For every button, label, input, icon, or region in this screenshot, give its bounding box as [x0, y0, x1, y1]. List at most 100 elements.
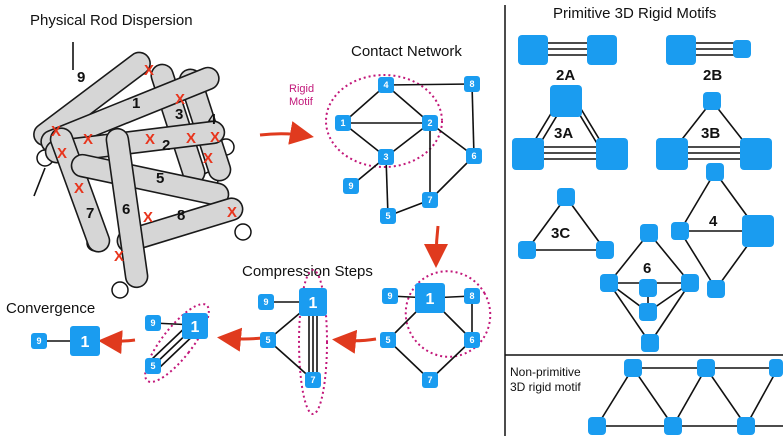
motif-label-2B: 2B — [703, 67, 722, 84]
physical-rod-title: Physical Rod Dispersion — [30, 12, 193, 29]
step1-node-6: 6 — [464, 332, 480, 348]
motif-label-3A: 3A — [554, 125, 573, 142]
motif-node — [588, 417, 606, 435]
network-node-6: 6 — [466, 148, 482, 164]
rod-label: 3 — [175, 106, 183, 123]
contact-mark: X — [144, 62, 154, 79]
motif-node — [639, 279, 657, 297]
step1-node-5: 5 — [380, 332, 396, 348]
svg-text:7: 7 — [310, 375, 315, 385]
contact-mark: X — [175, 91, 185, 108]
convergence-graph: 9 1 — [31, 326, 100, 356]
svg-text:3: 3 — [383, 152, 388, 162]
motif-node — [737, 417, 755, 435]
step3-node-5: 5 — [145, 358, 161, 374]
motif-node — [656, 138, 688, 170]
svg-text:8: 8 — [469, 291, 474, 301]
motif-node — [518, 241, 536, 259]
svg-text:5: 5 — [265, 335, 270, 345]
svg-text:7: 7 — [427, 375, 432, 385]
motif-node — [681, 274, 699, 292]
rigid-motif-label-1: Rigid — [289, 83, 314, 95]
motif-label-3B: 3B — [701, 125, 720, 142]
contact-mark: X — [57, 145, 67, 162]
motif-node — [587, 35, 617, 65]
rigid-motif-outline — [298, 269, 328, 415]
network-node-4: 4 — [378, 77, 394, 93]
compression-step-3: 9 1 5 — [144, 303, 210, 383]
motif-node — [596, 241, 614, 259]
compression-steps-title: Compression Steps — [242, 263, 373, 280]
motif-6: 6 — [600, 224, 699, 352]
motif-node — [596, 138, 628, 170]
primitive-motifs-title: Primitive 3D Rigid Motifs — [553, 5, 716, 22]
motif-label-3C: 3C — [551, 225, 570, 242]
motif-2B: 2B — [666, 35, 751, 84]
motif-label-6: 6 — [643, 260, 651, 277]
motif-node — [666, 35, 696, 65]
svg-text:4: 4 — [383, 80, 388, 90]
rod-1 — [40, 66, 220, 154]
rod-label: 8 — [177, 207, 185, 224]
step2-node-1: 1 — [299, 288, 327, 316]
arrow-right — [259, 121, 314, 145]
motif-4: 4 — [671, 163, 774, 298]
motif-node — [641, 334, 659, 352]
svg-text:9: 9 — [263, 297, 268, 307]
motif-node — [664, 417, 682, 435]
rod-label: 7 — [86, 205, 94, 222]
svg-text:2: 2 — [427, 118, 432, 128]
network-node-2: 2 — [422, 115, 438, 131]
compression-step-1: 9 1 8 5 6 7 — [380, 270, 492, 388]
contact-mark: X — [51, 123, 61, 140]
motif-label-4: 4 — [709, 213, 718, 230]
nonprimitive-motif — [588, 359, 783, 435]
motif-node — [703, 92, 721, 110]
motif-label-2A: 2A — [556, 67, 575, 84]
arrow-left — [98, 330, 136, 355]
contact-network: 4 8 1 2 6 3 9 7 5 — [325, 74, 482, 224]
contact-mark: X — [145, 131, 155, 148]
step2-node-9: 9 — [258, 294, 274, 310]
contact-mark: X — [210, 129, 220, 146]
motif-node — [550, 85, 582, 117]
motif-node — [697, 359, 715, 377]
network-node-8: 8 — [464, 76, 480, 92]
rod-label: 2 — [162, 137, 170, 154]
motif-3B: 3B — [656, 92, 772, 170]
arrow-down — [424, 225, 449, 268]
rod-end-cap — [234, 223, 252, 241]
motif-node — [671, 222, 689, 240]
svg-text:6: 6 — [471, 151, 476, 161]
motif-node — [742, 215, 774, 247]
rigid-motif-label-2: Motif — [289, 96, 314, 108]
motif-node — [733, 40, 751, 58]
svg-text:8: 8 — [469, 79, 474, 89]
contact-mark: X — [143, 209, 153, 226]
svg-text:5: 5 — [385, 211, 390, 221]
nonprimitive-label-1: Non-primitive — [510, 365, 581, 379]
motif-node — [639, 303, 657, 321]
contact-mark: X — [114, 248, 124, 265]
step2-node-5: 5 — [260, 332, 276, 348]
step3-node-1: 1 — [182, 313, 208, 339]
arrow-left — [217, 327, 263, 352]
motif-node — [769, 359, 783, 377]
contact-mark: X — [74, 180, 84, 197]
contact-network-title: Contact Network — [351, 43, 462, 60]
rod-label: 5 — [156, 170, 164, 187]
step1-node-8: 8 — [464, 288, 480, 304]
motif-node — [706, 163, 724, 181]
convergence-node-1: 1 — [70, 326, 100, 356]
compression-step-2: 9 1 5 7 — [258, 269, 328, 415]
rod-9 — [33, 51, 151, 147]
network-node-1: 1 — [335, 115, 351, 131]
motif-node — [624, 359, 642, 377]
rod-end-cap — [111, 281, 129, 299]
motif-node — [740, 138, 772, 170]
svg-text:5: 5 — [150, 361, 155, 371]
arrow-left — [332, 329, 377, 354]
convergence-node-9: 9 — [31, 333, 47, 349]
motif-2A: 2A — [518, 35, 617, 84]
svg-text:7: 7 — [427, 195, 432, 205]
